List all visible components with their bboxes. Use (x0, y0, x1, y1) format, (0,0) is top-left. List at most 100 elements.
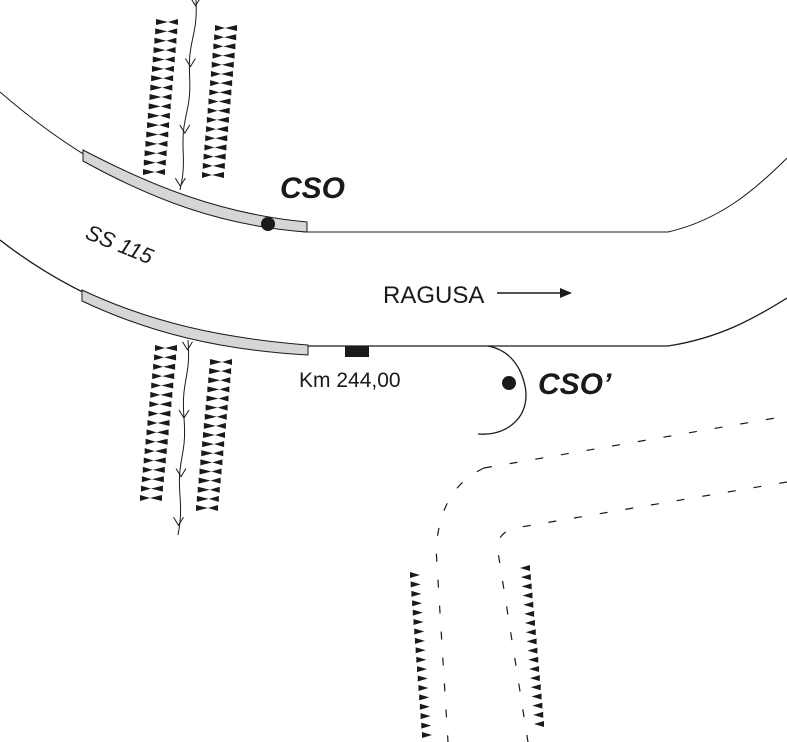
hatch-tick (210, 70, 221, 77)
hatch-tick (214, 441, 225, 448)
hatch-tick (140, 495, 150, 501)
hatch-tick (153, 457, 166, 464)
hatch-tick (416, 656, 427, 663)
hatch-tick (412, 600, 423, 607)
junction-curve (477, 345, 527, 435)
hatch-tick (410, 581, 421, 588)
hatch-tick (216, 413, 227, 420)
hatch-tick (418, 684, 429, 691)
hatch-tick (155, 345, 165, 351)
hatch-tick (150, 495, 162, 501)
hatch-tick (421, 722, 432, 729)
hatch-tick (211, 61, 222, 68)
hatch-tick (529, 675, 540, 682)
stream-upper (174, 0, 200, 191)
flow-arrow-icon (174, 177, 186, 188)
hatch-tick (141, 476, 152, 483)
hatch-tick (217, 107, 230, 114)
hatch-tick (167, 28, 178, 35)
hatch-tick (155, 169, 165, 175)
hatch-tick (218, 98, 231, 105)
hatch-tick (150, 391, 161, 398)
hatch-tick (150, 485, 163, 492)
hatch-tick (156, 150, 167, 157)
hatch-tick (165, 47, 176, 54)
hatch-tick (156, 19, 168, 25)
hatch-tick (160, 391, 173, 398)
hatch-tick (162, 373, 175, 380)
hatch-tick (202, 162, 213, 169)
hatch-tick (415, 647, 426, 654)
hatch-tick (521, 583, 532, 590)
hatch-tick (209, 368, 222, 375)
hatch-tick (213, 43, 224, 50)
guardrail-upper (82, 149, 308, 233)
hatch-tick (144, 150, 157, 157)
hatch-tick (159, 122, 170, 129)
hatch-tick (417, 675, 428, 682)
hatch-tick (196, 495, 209, 502)
hatch-tick (212, 459, 223, 466)
hatch-tick (210, 80, 221, 87)
hatch-tick (159, 401, 172, 408)
hatch-tick (220, 80, 233, 87)
hatch-tick (154, 354, 165, 361)
stream-line (179, 0, 197, 191)
hatch-tick (164, 56, 175, 63)
hatch-tick (154, 37, 167, 44)
direction-label: RAGUSA (383, 282, 484, 309)
hatch-tick (210, 477, 221, 484)
hatch-tick (151, 476, 164, 483)
hatch-tick (206, 395, 219, 402)
hatch-tick (163, 363, 176, 370)
hatch-tick (156, 429, 169, 436)
hatch-tick (526, 638, 537, 645)
flow-arrow-icon (182, 341, 193, 351)
flow-arrow-icon (184, 58, 196, 68)
flow-arrow-icon (191, 0, 200, 7)
stream-lower (173, 339, 193, 536)
hatch-tick (166, 37, 177, 44)
hatch-tick (221, 61, 234, 68)
hatch-tick (223, 43, 236, 50)
hatch-tick (153, 363, 164, 370)
hatch-tick (198, 477, 211, 484)
hatch-tick (533, 711, 544, 718)
hatch-tick (158, 410, 171, 417)
flow-arrow-icon (173, 516, 184, 527)
hatch-tick (529, 665, 540, 672)
hatch-tick (203, 422, 216, 429)
hatch-tick (212, 52, 223, 59)
hatch-tick (523, 601, 534, 608)
hatch-tick (161, 94, 172, 100)
hatch-tick (215, 432, 225, 438)
hatch-tick (213, 153, 226, 160)
hatch-tick (199, 468, 212, 475)
hatch-tick (419, 703, 430, 710)
hatch-tick (204, 144, 215, 151)
hatch-tick (155, 28, 168, 35)
hatch-tick (206, 116, 217, 123)
hatch-tick (410, 572, 420, 578)
hatch-tick (214, 144, 227, 151)
embankment-hatching (140, 19, 544, 738)
hatch-tick (142, 466, 153, 473)
flow-arrow-icon (175, 468, 187, 478)
hatch-tick (414, 628, 425, 635)
hatch-tick (200, 459, 213, 466)
side-road-outer-top (483, 415, 787, 469)
hatch-tick (152, 56, 165, 63)
hatch-tick (160, 103, 171, 110)
cso-label: CSO (280, 172, 345, 205)
cso-point-marker (261, 217, 275, 231)
hatch-tick (414, 637, 425, 644)
hatch-tick (158, 131, 169, 138)
hatch-tick (150, 84, 163, 91)
hatch-tick (225, 25, 237, 31)
hatch-tick (420, 713, 431, 720)
hatch-tick (217, 404, 228, 411)
hatch-tick (207, 386, 220, 393)
hatch-tick (522, 592, 533, 599)
hatch-tick (215, 25, 225, 31)
hatch-tick (147, 112, 160, 119)
